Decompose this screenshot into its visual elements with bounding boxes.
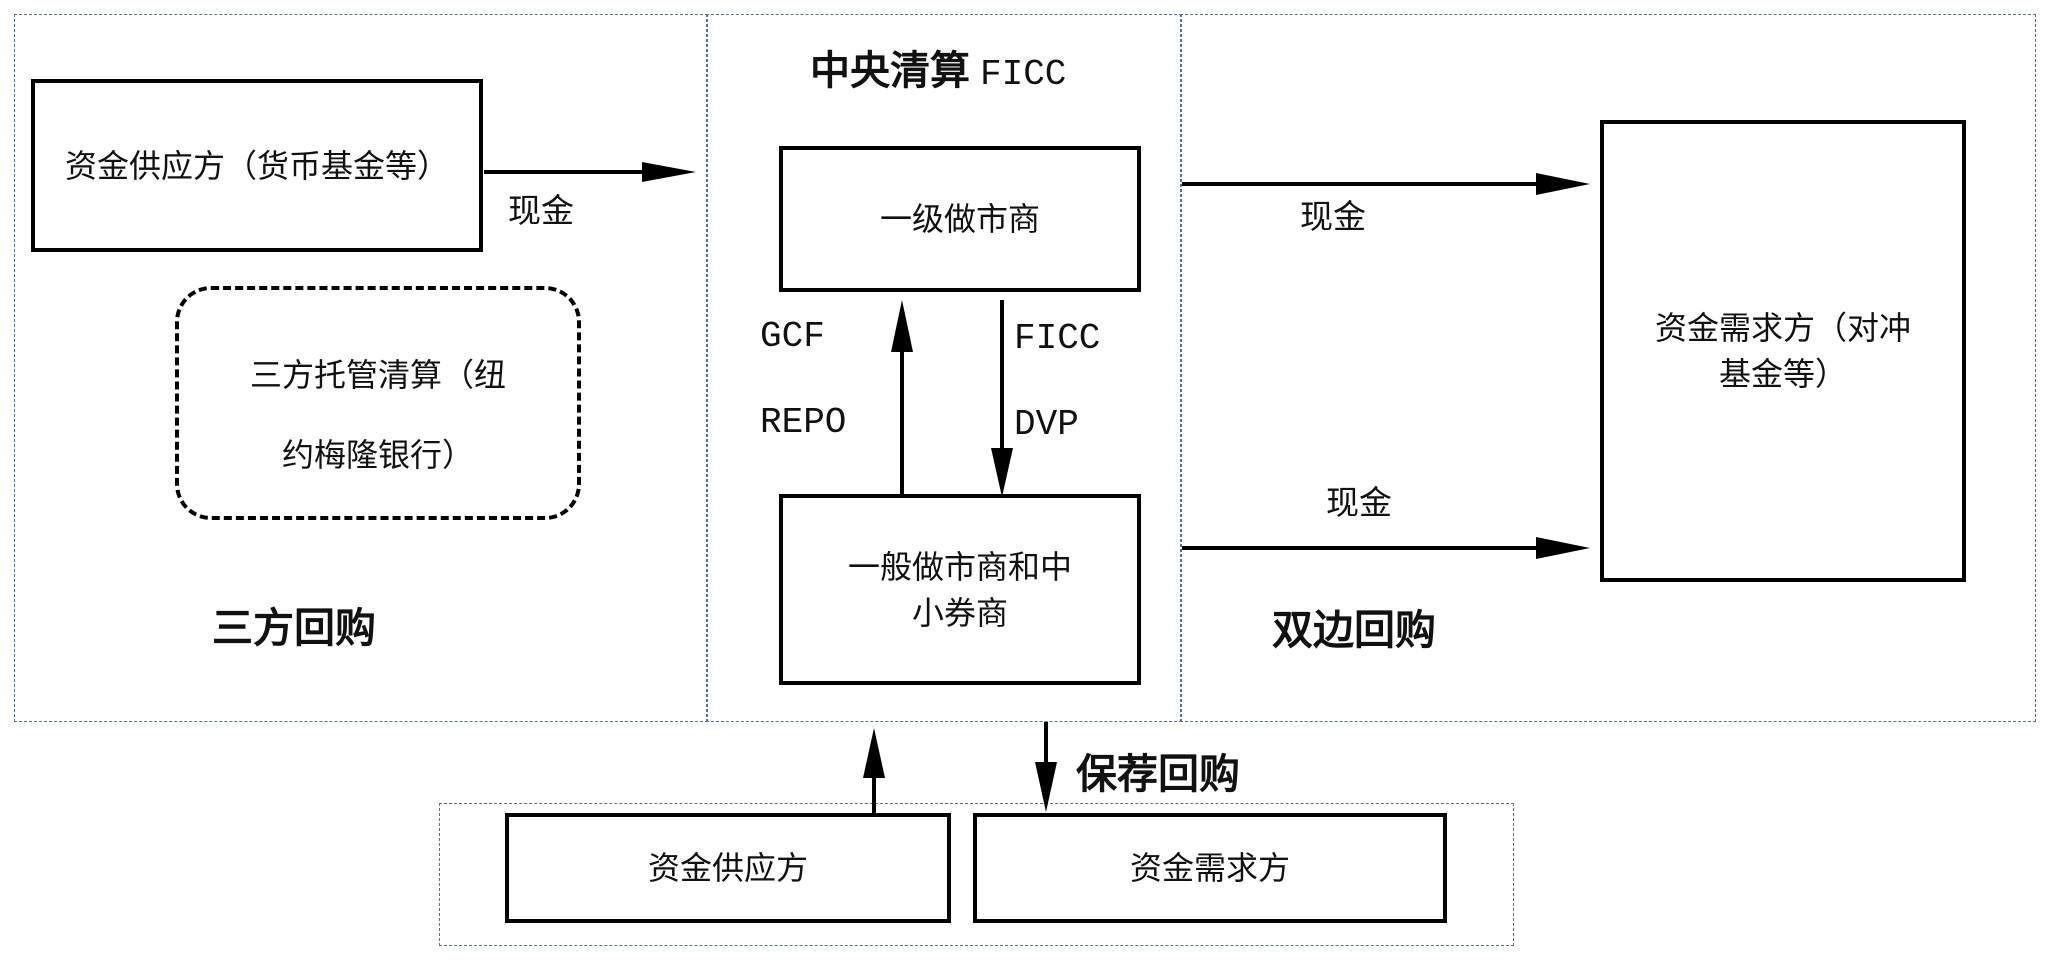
dvp-label: DVP: [1014, 404, 1079, 445]
gcf-repo-arrow: [891, 300, 913, 495]
general-dealer-label: 一般做市商和中小券商: [847, 547, 1072, 632]
central-clearing-region: [706, 14, 1182, 722]
general-dealer-box: 一般做市商和中小券商: [779, 494, 1141, 685]
central-clearing-title-code: FICC: [980, 54, 1067, 95]
central-clearing-title: 中央清算 FICC: [810, 38, 1066, 96]
custody-clearing-box: 三方托管清算（纽 约梅隆银行）: [175, 286, 581, 520]
custody-clearing-label-1: 三方托管清算（纽: [249, 356, 506, 394]
sponsored-demander-box: 资金需求方: [973, 813, 1447, 923]
custody-clearing-label-2: 约梅隆银行）: [281, 436, 474, 474]
cash-provider-mmf-box: 资金供应方（货币基金等）: [31, 79, 483, 252]
tri-party-title: 三方回购: [212, 604, 376, 652]
central-clearing-title-bold: 中央清算: [810, 48, 970, 94]
cash-in-label: 现金: [508, 191, 574, 230]
sponsored-provider-label: 资金供应方: [647, 849, 808, 887]
ficc-label: FICC: [1014, 318, 1101, 359]
cash-out-bottom-label: 现金: [1326, 483, 1392, 522]
primary-dealer-label: 一级做市商: [879, 200, 1040, 238]
sponsored-provider-box: 资金供应方: [505, 813, 951, 923]
bilateral-title: 双边回购: [1272, 606, 1436, 654]
repo-label: REPO: [760, 402, 847, 443]
cash-provider-mmf-label: 资金供应方（货币基金等）: [64, 146, 449, 185]
cash-out-bottom-arrow: [1182, 537, 1590, 559]
ficc-dvp-arrow: [991, 300, 1013, 497]
bilateral-region: [1180, 14, 2036, 722]
sponsored-region: [439, 803, 1514, 946]
sponsored-title: 保荐回购: [1076, 750, 1240, 798]
sponsored-demander-label: 资金需求方: [1129, 849, 1290, 887]
cash-demander-hedge-label: 资金需求方（对冲基金等）: [1654, 309, 1911, 393]
gcf-label: GCF: [760, 316, 825, 357]
cash-demander-hedge-box: 资金需求方（对冲基金等）: [1600, 120, 1966, 582]
cash-out-top-arrow: [1182, 173, 1590, 195]
cash-out-top-label: 现金: [1300, 197, 1366, 236]
tri-party-region: [14, 14, 708, 722]
sponsored-down-arrow: [1035, 722, 1057, 812]
cash-in-arrow: [484, 162, 696, 182]
sponsored-up-arrow: [863, 728, 885, 814]
primary-dealer-box: 一级做市商: [779, 146, 1141, 292]
